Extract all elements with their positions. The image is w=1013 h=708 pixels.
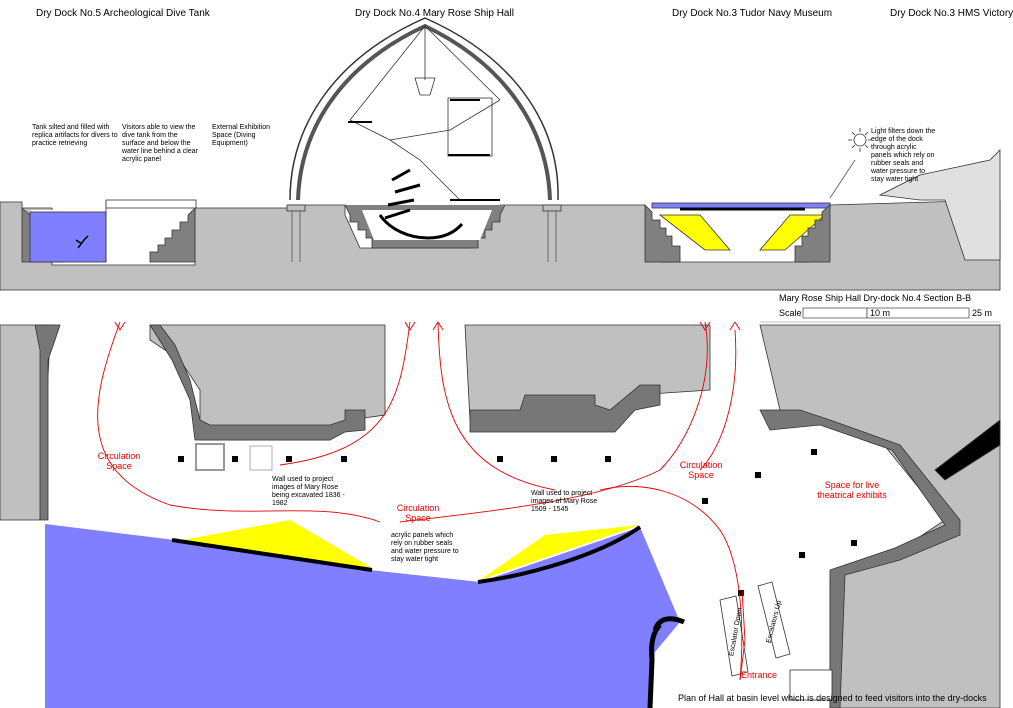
plan-dark-wall-4 <box>759 409 961 708</box>
acrylic-edge-right <box>477 525 642 584</box>
escalator-up <box>757 581 791 659</box>
hall-arch-outer <box>289 17 559 201</box>
wall-right-note: Wall used to project images of Mary Rose… <box>531 490 598 513</box>
title-dock4: Dry Dock No.4 Mary Rose Ship Hall <box>355 8 514 19</box>
plan-dark-wall-2 <box>149 324 366 441</box>
dock3-acrylic-left <box>658 214 731 251</box>
scale-label: Scale <box>779 308 802 318</box>
hall-arch-inner <box>296 23 552 201</box>
circulation-label-3: Circulation Space <box>679 460 723 480</box>
acrylic-note: acrylic panels which rely on rubber seal… <box>391 532 459 563</box>
plan-black-slot <box>934 419 1001 481</box>
dock3-acrylic-right <box>759 214 827 251</box>
dock3-water <box>651 202 831 209</box>
sun-icon <box>853 133 867 147</box>
plan-dark-wall-1 <box>34 324 61 521</box>
section-caption: Mary Rose Ship Hall Dry-dock No.4 Sectio… <box>779 293 972 303</box>
tank-steps-right <box>149 207 196 263</box>
section-drawing <box>0 17 1001 291</box>
escalator-down <box>719 595 749 677</box>
columns <box>178 449 857 596</box>
scale-bar <box>802 307 970 319</box>
title-dock3-museum: Dry Dock No.3 Tudor Navy Museum <box>672 8 833 19</box>
acrylic-panel-left <box>172 520 372 568</box>
note-visitors: Visitors able to view the dive tank from… <box>122 124 198 163</box>
mary-rose-hull <box>378 214 464 240</box>
acrylic-edge-left <box>171 538 373 572</box>
title-dock3-victory: Dry Dock No.3 HMS Victory <box>890 8 1013 19</box>
note-light: Light filters down the edge of the dock … <box>871 128 936 183</box>
dive-tank-water <box>29 211 107 263</box>
plan-dark-wall-3 <box>469 384 661 433</box>
scale-mid: 10 m <box>870 308 891 318</box>
circulation-label-1: Circulation Space <box>97 451 141 471</box>
note-external: External Exhibition Space (Diving Equipm… <box>212 124 270 147</box>
live-exhibits-label: Space for live theatrical exhibits <box>817 480 887 500</box>
wall-left-note: Wall used to project images of Mary Rose… <box>272 476 345 507</box>
scale-end: 25 m <box>972 308 993 318</box>
basin-water <box>45 524 680 708</box>
circulation-label-2: Circulation Space <box>396 503 440 523</box>
entrance-label: Entrance <box>741 670 778 680</box>
title-dock5: Dry Dock No.5 Archeological Dive Tank <box>36 8 210 19</box>
plan-drawing <box>0 321 1001 708</box>
plan-caption: Plan of Hall at basin level which is des… <box>678 693 987 703</box>
circulation-paths <box>97 321 746 681</box>
dock4-void <box>362 210 492 240</box>
acrylic-panel-right <box>480 525 640 580</box>
plan-ground-right <box>759 324 1001 708</box>
note-tank: Tank silted and filled with replica arti… <box>32 124 118 147</box>
victory-structure <box>878 149 1001 261</box>
